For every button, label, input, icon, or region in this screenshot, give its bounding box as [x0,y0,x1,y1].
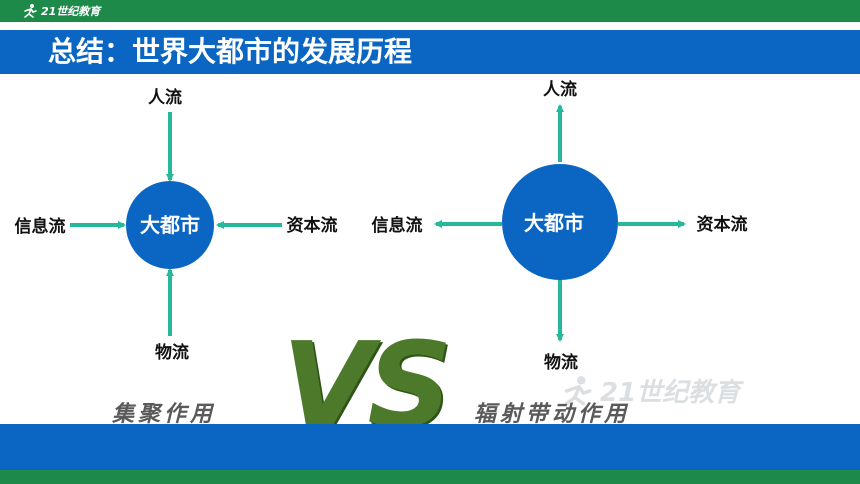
goods-flow-label: 物流 [155,342,189,363]
capital-flow-label: 资本流 [697,214,748,235]
aggregation-diagram: 大都市 人流 物流 信息流 资本流 [15,87,338,363]
watermark-text: 21世纪教育 [600,378,741,408]
aggregation-caption: 集聚作用 [112,401,217,427]
bottom-bar [0,424,860,470]
radiation-caption: 辐射带动作用 [474,401,631,427]
brand-logo-text: 21世纪教育 [41,5,101,18]
runner-icon [24,4,37,18]
page-title: 总结：世界大都市的发展历程 [48,35,413,68]
runner-watermark-icon [564,375,592,405]
people-flow-label: 人流 [543,79,577,100]
people-flow-label: 人流 [148,87,182,108]
title-bar: 总结：世界大都市的发展历程 [0,30,860,74]
metropolis-node [502,164,618,280]
brand-watermark: 21世纪教育 [560,372,740,409]
bottom-brand-strip [0,470,860,484]
capital-flow-label: 资本流 [287,215,338,236]
info-flow-label: 信息流 [15,216,66,237]
metropolis-node [126,181,214,269]
brand-logo: 21世纪教育 [22,3,100,19]
goods-flow-label: 物流 [544,352,578,373]
metropolis-label: 大都市 [140,213,200,237]
info-flow-label: 信息流 [372,215,423,236]
top-brand-strip: 21世纪教育 [0,0,860,22]
metropolis-label: 大都市 [524,211,584,235]
radiation-diagram: 大都市 人流 物流 信息流 资本流 [372,79,748,373]
